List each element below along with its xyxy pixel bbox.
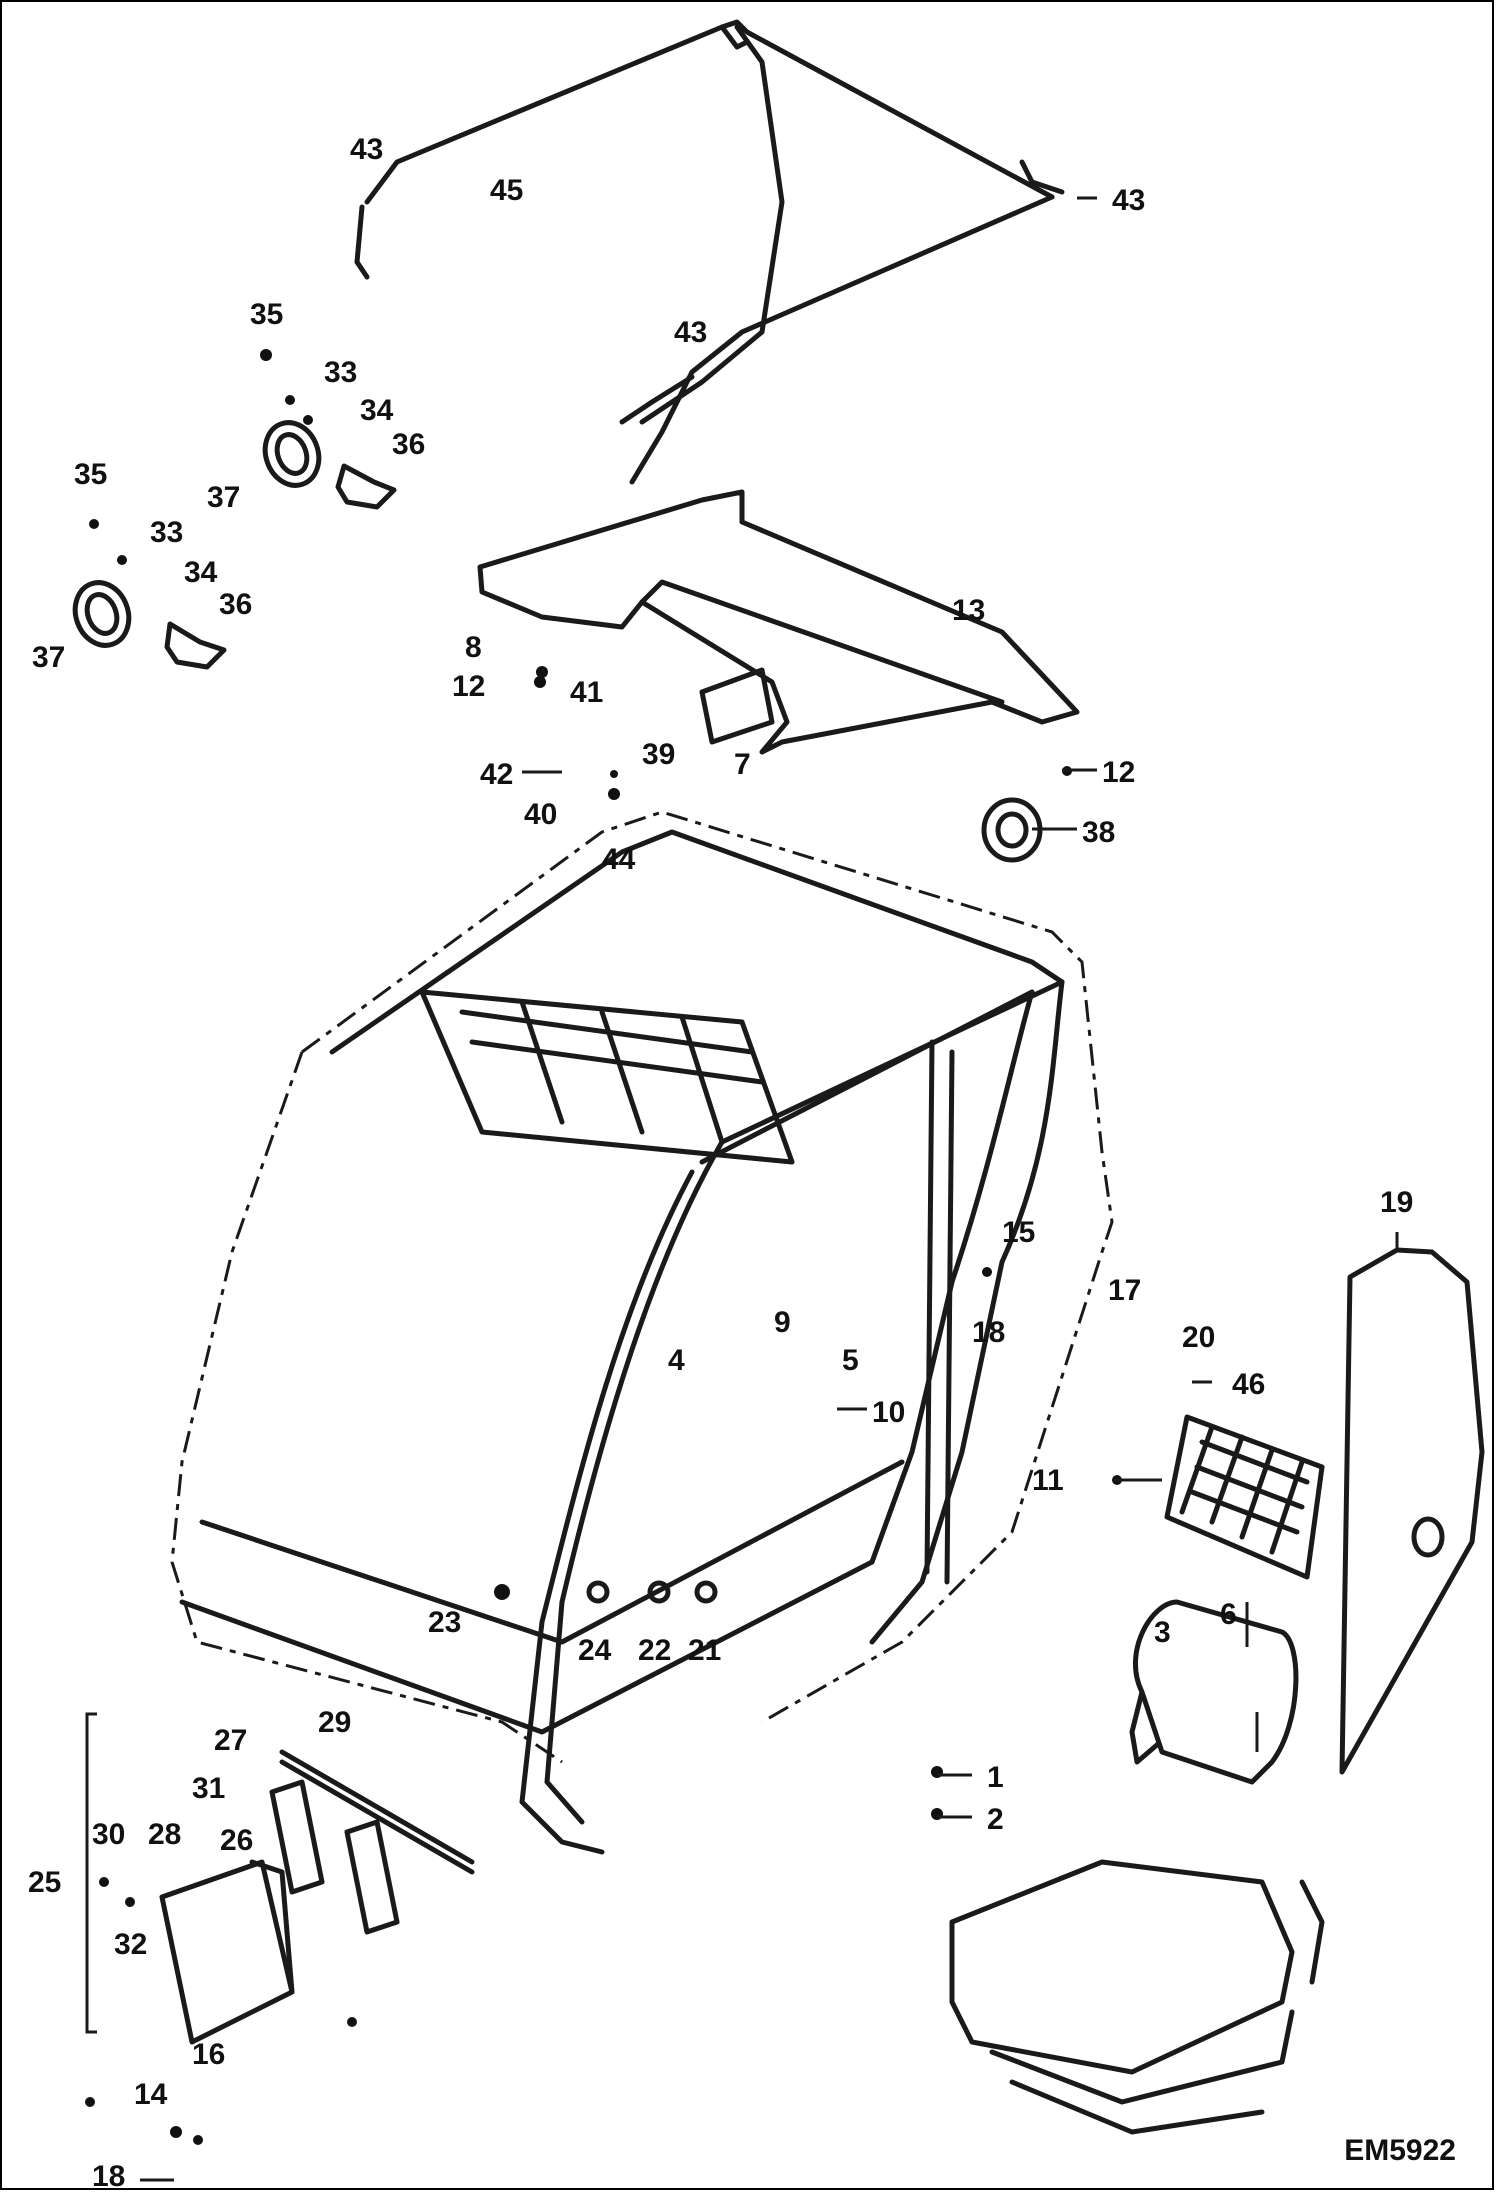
operator-seat — [949, 1599, 1325, 2135]
callout-27: 27 — [214, 1724, 247, 1757]
callout-12: 12 — [1102, 756, 1135, 789]
callout-34: 34 — [184, 556, 218, 589]
callout-44: 44 — [602, 843, 636, 876]
callout-46: 46 — [1232, 1368, 1265, 1401]
hardware — [85, 349, 1122, 2145]
callout-37: 37 — [207, 481, 240, 514]
side-window — [1339, 1247, 1485, 1775]
callout-33: 33 — [324, 356, 357, 389]
callout-33: 33 — [150, 516, 183, 549]
callout-10: 10 — [872, 1396, 905, 1429]
callout-43: 43 — [350, 133, 383, 166]
callout-43: 43 — [1112, 184, 1145, 217]
work-light-left — [72, 580, 227, 670]
storage-net — [1164, 1414, 1325, 1580]
callout-25: 25 — [28, 1866, 61, 1899]
callout-4: 4 — [668, 1344, 685, 1377]
callout-13: 13 — [952, 594, 985, 627]
callout-35: 35 — [74, 458, 107, 491]
callout-43: 43 — [674, 316, 707, 349]
callout-40: 40 — [524, 798, 557, 831]
callout-12: 12 — [452, 670, 485, 703]
callout-5: 5 — [842, 1344, 859, 1377]
callout-31: 31 — [192, 1772, 225, 1805]
callout-36: 36 — [219, 588, 252, 621]
callout-17: 17 — [1108, 1274, 1141, 1307]
callout-34: 34 — [360, 394, 394, 427]
callout-41: 41 — [570, 676, 603, 709]
callout-23: 23 — [428, 1606, 461, 1639]
rear-light — [981, 797, 1043, 863]
callout-8: 8 — [465, 631, 482, 664]
callout-1: 1 — [987, 1761, 1004, 1794]
trim-panel-assembly — [159, 1749, 475, 2045]
callout-16: 16 — [192, 2038, 225, 2071]
cab-frame — [170, 810, 1114, 1855]
callout-9: 9 — [774, 1306, 791, 1339]
callout-21: 21 — [688, 1634, 721, 1667]
callout-37: 37 — [32, 641, 65, 674]
drawing-reference-code: EM5922 — [1344, 2134, 1456, 2167]
wire-harness — [354, 19, 1065, 485]
callout-24: 24 — [578, 1634, 612, 1667]
roof-panel — [477, 489, 1080, 755]
callout-45: 45 — [490, 174, 523, 207]
callout-30: 30 — [92, 1818, 125, 1851]
callout-labels: 43 45 43 43 35 33 34 36 37 35 33 34 36 3… — [28, 133, 1413, 2193]
leader-lines — [85, 196, 1399, 2182]
callout-18: 18 — [972, 1316, 1005, 1349]
callout-11: 11 — [1032, 1464, 1064, 1497]
callout-19: 19 — [1380, 1186, 1413, 1219]
callout-3: 3 — [1154, 1616, 1171, 1649]
callout-18: 18 — [92, 2160, 125, 2193]
callout-20: 20 — [1182, 1321, 1215, 1354]
callout-26: 26 — [220, 1824, 253, 1857]
callout-28: 28 — [148, 1818, 181, 1851]
callout-7: 7 — [734, 748, 751, 781]
callout-15: 15 — [1002, 1216, 1035, 1249]
callout-35: 35 — [250, 298, 283, 331]
callout-38: 38 — [1082, 816, 1115, 849]
callout-6: 6 — [1220, 1598, 1237, 1631]
callout-39: 39 — [642, 738, 675, 771]
callout-2: 2 — [987, 1803, 1004, 1836]
callout-14: 14 — [134, 2078, 168, 2111]
callout-32: 32 — [114, 1928, 147, 1961]
callout-22: 22 — [638, 1634, 671, 1667]
callout-36: 36 — [392, 428, 425, 461]
callout-29: 29 — [318, 1706, 351, 1739]
work-light-right — [262, 420, 397, 510]
callout-42: 42 — [480, 758, 513, 791]
